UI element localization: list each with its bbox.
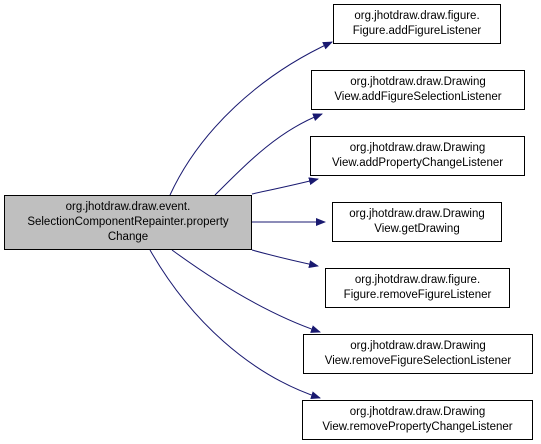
target-node-remove-figure-selection-listener[interactable]: org.jhotdraw.draw.Drawing View.removeFig… — [303, 334, 533, 374]
edge-to-add-figure-listener — [169, 41, 333, 196]
target-node-add-figure-selection-listener[interactable]: org.jhotdraw.draw.Drawing View.addFigure… — [311, 70, 525, 110]
target-node-line-2: View.getDrawing — [374, 223, 460, 235]
target-node-line-1: org.jhotdraw.draw.figure. — [354, 10, 480, 22]
edge-to-remove-figure-listener — [251, 249, 319, 269]
target-node-line-1: org.jhotdraw.draw.Drawing — [350, 76, 486, 88]
target-node-remove-figure-listener[interactable]: org.jhotdraw.draw.figure. Figure.removeF… — [325, 268, 510, 308]
target-node-line-2: View.addPropertyChangeListener — [331, 157, 504, 169]
edge-to-add-property-change-listener — [251, 177, 319, 195]
target-node-line-2: Figure.removeFigureListener — [343, 289, 492, 301]
source-node-line-3: Change — [107, 231, 149, 243]
target-node-line-2: Figure.addFigureListener — [352, 25, 482, 37]
target-node-add-property-change-listener[interactable]: org.jhotdraw.draw.Drawing View.addProper… — [310, 136, 525, 176]
target-node-line-1: org.jhotdraw.draw.Drawing — [349, 208, 485, 220]
source-node-line-1: org.jhotdraw.draw.event. — [65, 201, 191, 213]
edge-to-add-figure-selection-listener — [214, 113, 323, 196]
target-node-get-drawing[interactable]: org.jhotdraw.draw.Drawing View.getDrawin… — [332, 202, 502, 242]
target-node-remove-property-change-listener[interactable]: org.jhotdraw.draw.Drawing View.removePro… — [302, 400, 533, 440]
target-node-line-1: org.jhotdraw.draw.Drawing — [349, 406, 486, 418]
target-node-line-1: org.jhotdraw.draw.Drawing — [350, 340, 486, 352]
target-node-line-2: View.removePropertyChangeListener — [322, 421, 513, 433]
source-node: org.jhotdraw.draw.event. SelectionCompon… — [4, 195, 252, 250]
edge-to-remove-property-change-listener — [149, 249, 321, 399]
target-node-line-1: org.jhotdraw.draw.Drawing — [349, 142, 486, 154]
target-node-line-2: View.removeFigureSelectionListener — [324, 355, 512, 367]
target-node-add-figure-listener[interactable]: org.jhotdraw.draw.figure. Figure.addFigu… — [333, 4, 501, 44]
edge-to-remove-figure-selection-listener — [171, 249, 321, 333]
target-node-line-2: View.addFigureSelectionListener — [334, 91, 502, 103]
source-node-line-2: SelectionComponentRepainter.property — [27, 216, 229, 228]
target-node-line-1: org.jhotdraw.draw.figure. — [354, 274, 481, 286]
